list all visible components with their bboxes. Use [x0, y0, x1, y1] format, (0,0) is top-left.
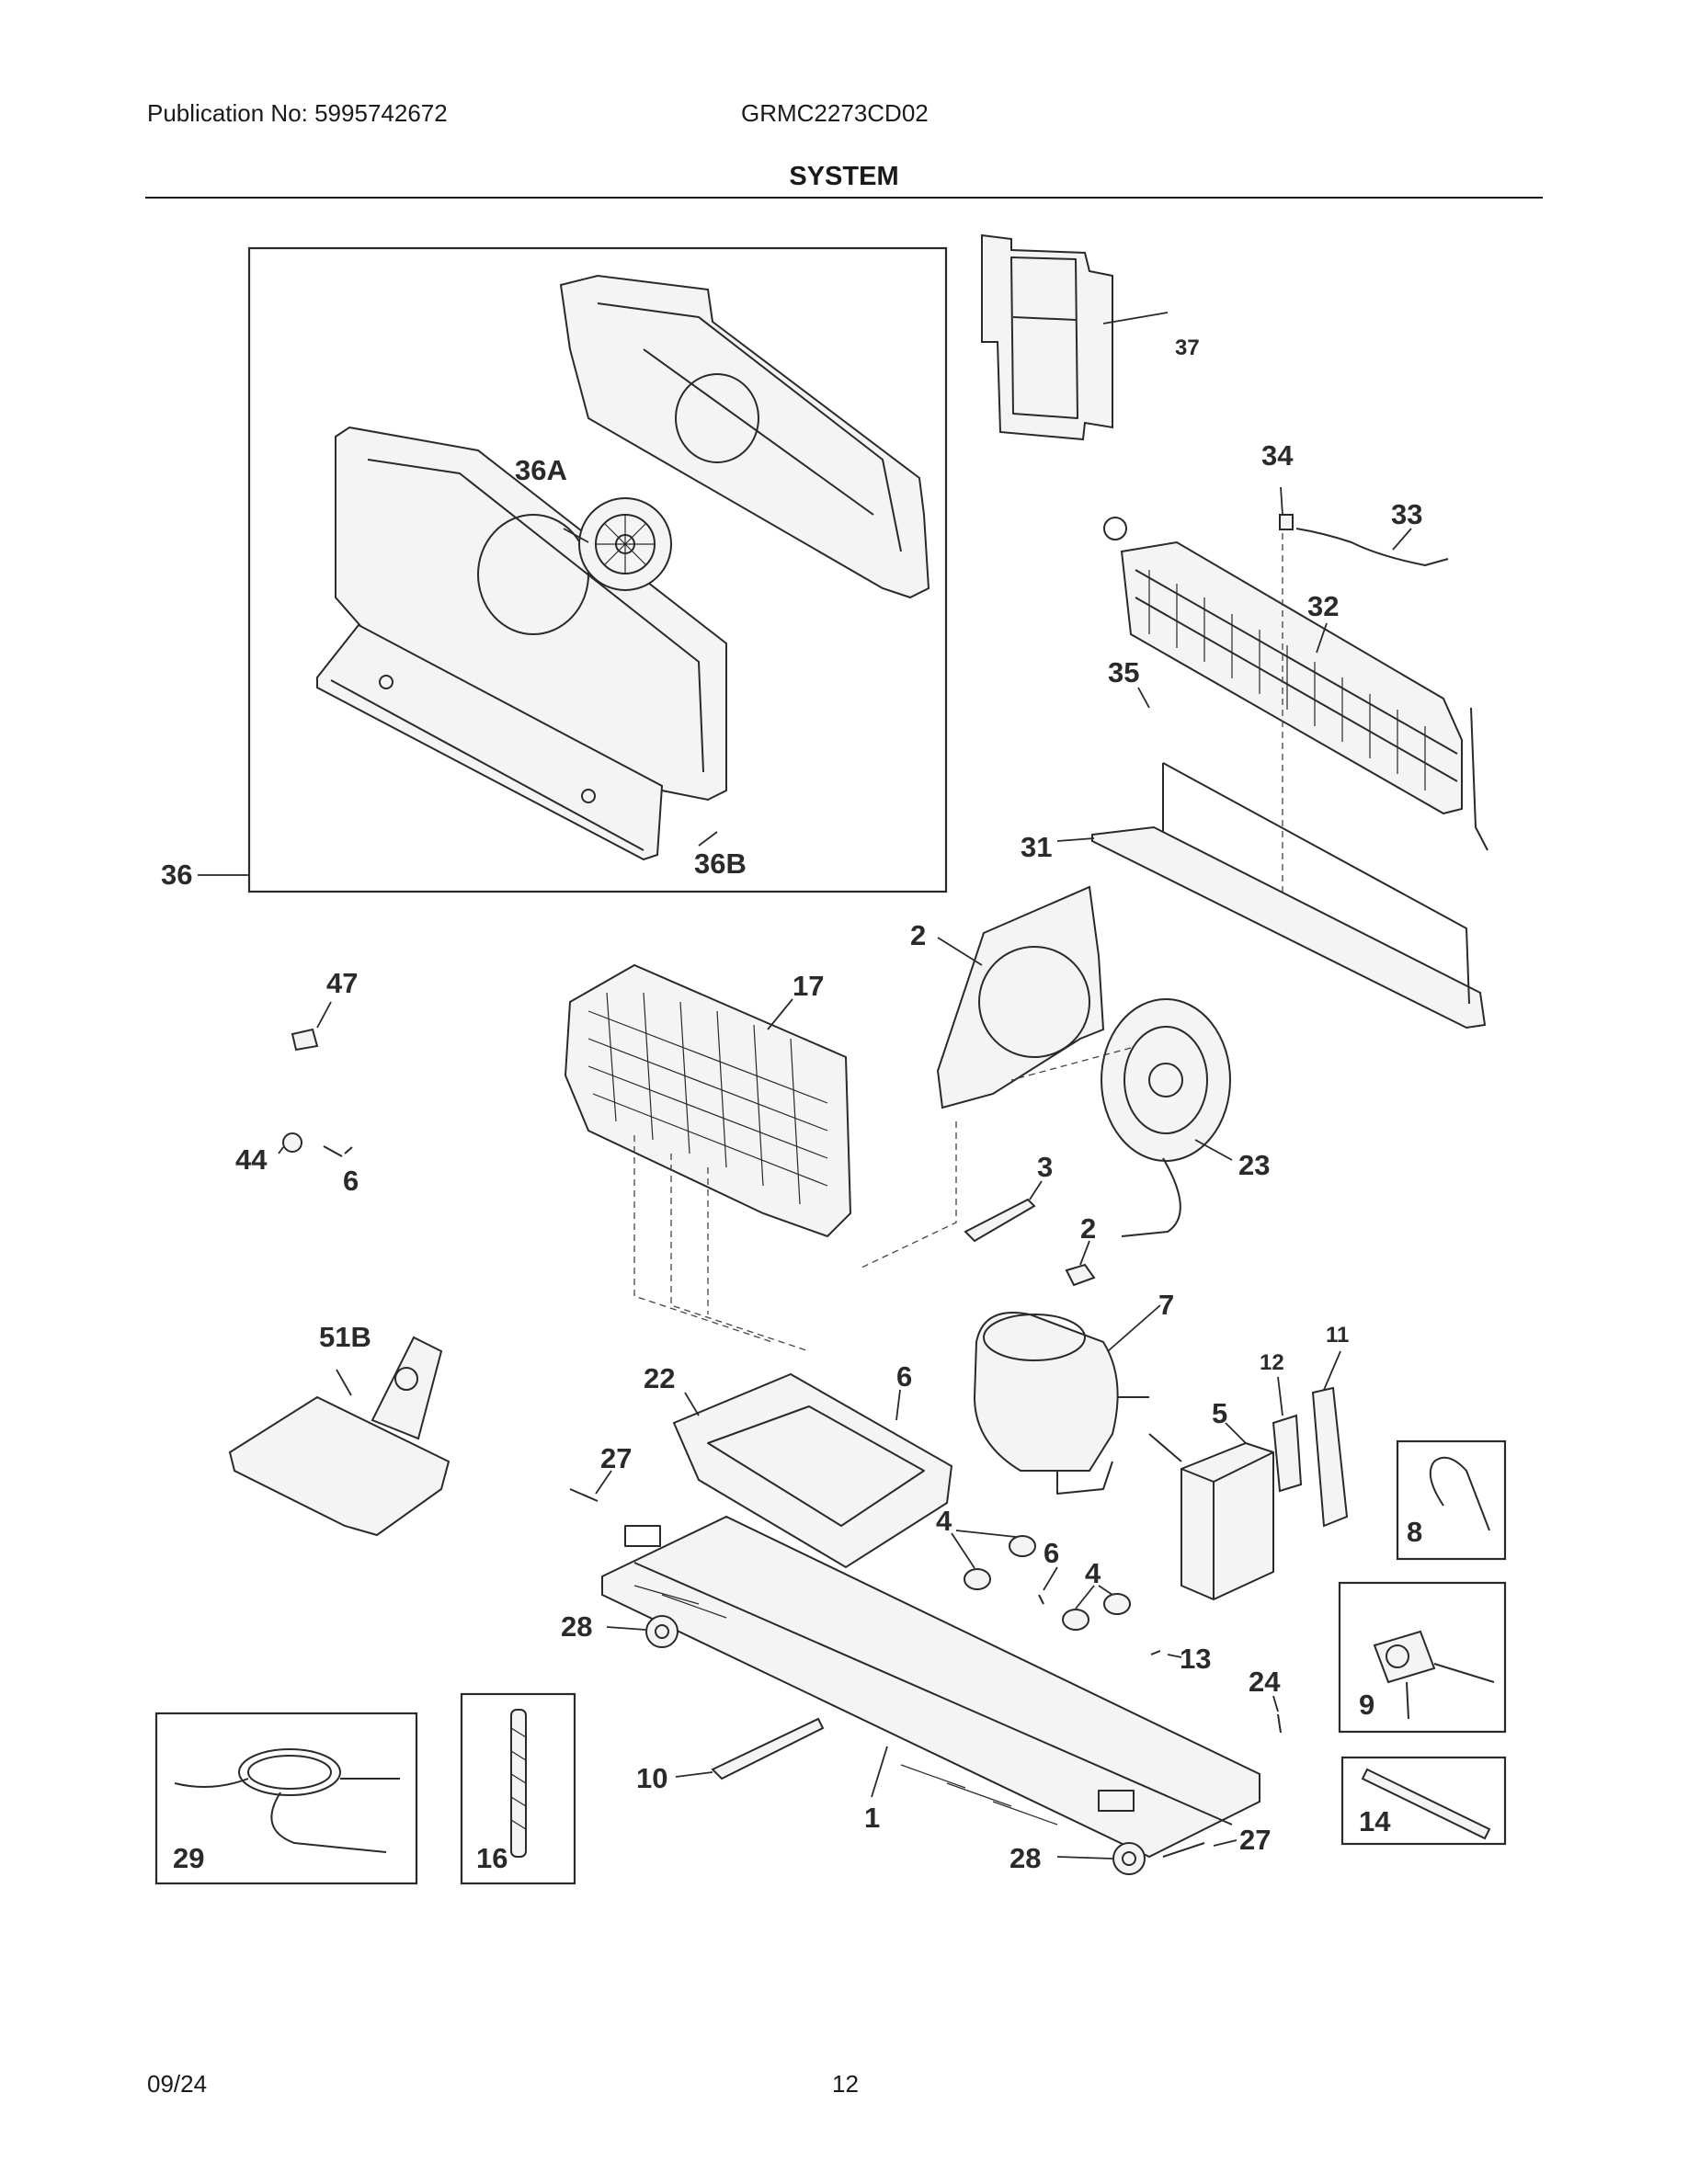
callout-29: 29 — [173, 1842, 204, 1874]
callout-28a: 28 — [561, 1610, 592, 1643]
callout-51B: 51B — [319, 1321, 371, 1353]
callout-31: 31 — [1021, 831, 1052, 863]
part-44 — [282, 1132, 302, 1153]
callout-8: 8 — [1407, 1516, 1422, 1548]
callout-27a: 27 — [600, 1442, 632, 1474]
defrost-thermostat-34 — [1279, 514, 1294, 530]
defrost-harness-33 — [1295, 528, 1449, 566]
callout-17: 17 — [793, 970, 824, 1002]
evaporator-fan-36A — [578, 497, 672, 591]
callout-23: 23 — [1238, 1149, 1270, 1181]
callout-6c: 6 — [1044, 1537, 1059, 1569]
cover-11 — [1311, 1386, 1349, 1528]
callout-5: 5 — [1212, 1397, 1227, 1429]
overload-12 — [1272, 1414, 1303, 1493]
box-part-16 — [460, 1692, 576, 1885]
callout-22: 22 — [644, 1362, 675, 1394]
model-number: GRMC2273CD02 — [741, 99, 929, 127]
fan-shroud-2 — [936, 885, 1105, 1109]
callout-37: 37 — [1175, 336, 1200, 360]
callout-36B: 36B — [694, 847, 747, 880]
callout-2b: 2 — [1080, 1212, 1096, 1245]
part-47 — [291, 1028, 319, 1052]
callout-12: 12 — [1260, 1350, 1284, 1375]
evaporator-coil-32 — [1103, 517, 1488, 851]
callout-36A: 36A — [515, 454, 567, 486]
water-valve-9 — [1373, 1630, 1495, 1720]
grommets-4a — [964, 1535, 1036, 1590]
assembly-36-frame — [247, 246, 948, 893]
callout-7: 7 — [1158, 1289, 1174, 1321]
callout-10: 10 — [636, 1762, 667, 1794]
start-relay-box-5 — [1180, 1441, 1274, 1601]
air-deflector-panel — [316, 623, 664, 861]
part-16 — [510, 1709, 527, 1858]
part-6-screw-a — [323, 1145, 353, 1157]
bolt-27a — [569, 1488, 599, 1502]
footer-date: 09/24 — [147, 2070, 208, 2098]
evaporator-cover-rear — [559, 274, 930, 599]
callout-32: 32 — [1307, 590, 1339, 622]
callout-13: 13 — [1180, 1643, 1211, 1675]
callout-34: 34 — [1261, 439, 1294, 472]
callout-36: 36 — [161, 859, 192, 891]
tube-14 — [1361, 1768, 1491, 1840]
callout-27b: 27 — [1239, 1824, 1271, 1856]
assembly-51B — [228, 1336, 451, 1537]
callout-24: 24 — [1249, 1666, 1281, 1698]
callout-4b: 4 — [1085, 1557, 1101, 1589]
compressor-7 — [973, 1312, 1149, 1495]
callout-6a: 6 — [343, 1165, 359, 1197]
evaporator-cover-front — [335, 426, 727, 802]
page-title: SYSTEM — [789, 162, 899, 191]
base-pan-1 — [601, 1515, 1260, 1859]
callout-16: 16 — [476, 1842, 508, 1874]
callout-14: 14 — [1359, 1805, 1391, 1837]
callout-6b: 6 — [896, 1360, 912, 1393]
callout-47: 47 — [326, 967, 358, 999]
drain-trough-31 — [1091, 762, 1487, 1029]
clip-2 — [1065, 1263, 1096, 1287]
deflector-10 — [711, 1717, 825, 1780]
bracket-3 — [964, 1198, 1036, 1243]
bolt-27b — [1162, 1842, 1205, 1858]
power-cord-29 — [174, 1748, 400, 1853]
box-part-9 — [1338, 1581, 1507, 1734]
condenser-fan-23 — [1101, 998, 1231, 1237]
callout-3: 3 — [1037, 1151, 1053, 1183]
roller-28a — [645, 1615, 679, 1648]
callout-1: 1 — [864, 1802, 880, 1834]
roller-28b — [1112, 1842, 1146, 1875]
callout-2a: 2 — [910, 919, 926, 951]
callout-28b: 28 — [1009, 1842, 1041, 1874]
box-part-29 — [154, 1712, 418, 1885]
drain-pan-22 — [672, 1372, 953, 1569]
footer-page-number: 12 — [832, 2070, 859, 2098]
callout-11: 11 — [1326, 1323, 1349, 1348]
callout-9: 9 — [1359, 1689, 1374, 1721]
box-part-14 — [1340, 1756, 1507, 1846]
callout-44: 44 — [235, 1143, 268, 1176]
grommets-4b — [1062, 1593, 1131, 1631]
tube-8 — [1429, 1456, 1490, 1531]
publication-number: Publication No: 5995742672 — [147, 99, 448, 127]
callout-4a: 4 — [936, 1505, 952, 1537]
header-rule — [145, 197, 1543, 199]
liner-piece-37 — [981, 233, 1113, 441]
callout-35: 35 — [1108, 656, 1139, 688]
callout-33: 33 — [1391, 498, 1422, 530]
box-part-8 — [1396, 1439, 1507, 1561]
condenser-coil-17 — [564, 963, 852, 1238]
